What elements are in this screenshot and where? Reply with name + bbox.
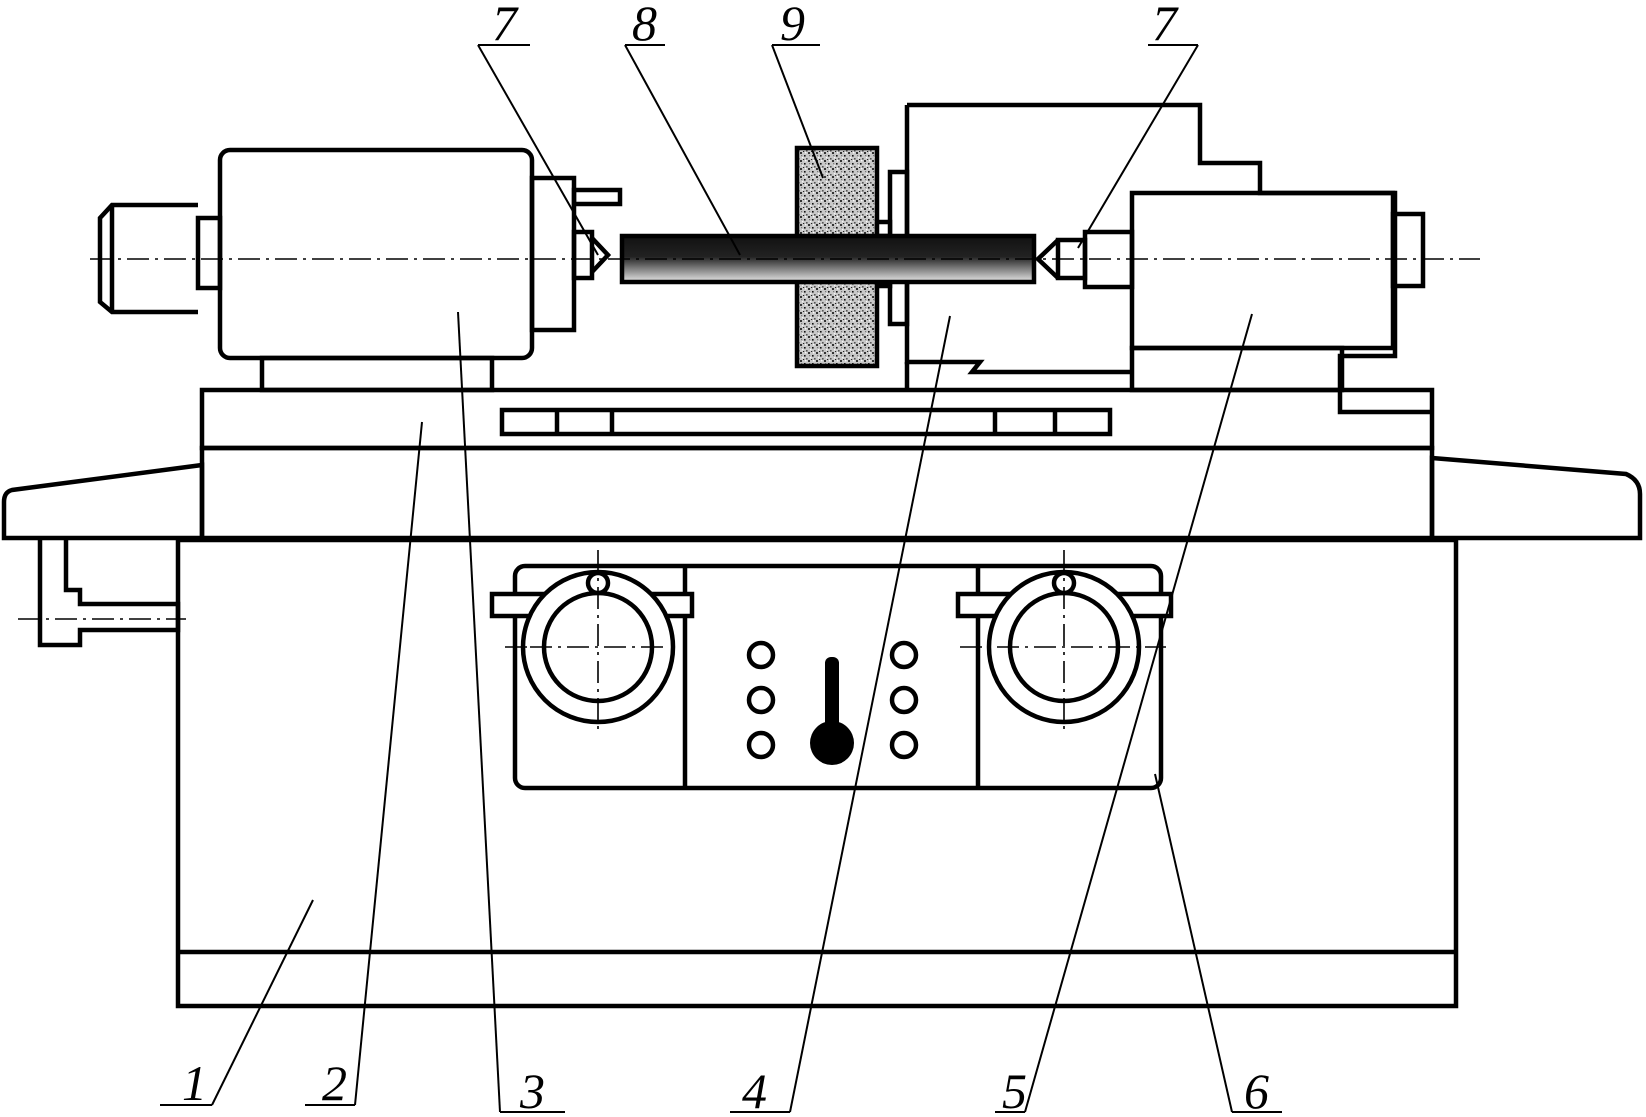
control-lever: [810, 657, 854, 765]
callout-4: 4: [742, 1063, 767, 1117]
callout-labels: 1 2 3 4 5 6 7 8 9 7: [182, 0, 1269, 1117]
callout-7-left: 7: [492, 0, 519, 51]
callout-5: 5: [1002, 1063, 1027, 1117]
machine-bed: [175, 537, 1459, 1009]
callout-6: 6: [1244, 1063, 1269, 1117]
control-panel: [489, 550, 1174, 791]
left-handwheel: [489, 550, 695, 730]
bed-side-handle: [18, 540, 186, 648]
tailstock: [1034, 190, 1426, 393]
headstock: [97, 147, 623, 393]
indicator-lights: [746, 640, 919, 760]
work-table: [1, 387, 1643, 541]
callout-9: 9: [780, 0, 805, 51]
callout-1: 1: [182, 1055, 207, 1111]
right-handwheel: [955, 550, 1174, 730]
callout-8: 8: [632, 0, 657, 51]
callout-7-right: 7: [1152, 0, 1179, 51]
callout-3: 3: [519, 1063, 545, 1117]
leader-lines: [160, 44, 1282, 1113]
callout-2: 2: [322, 1055, 347, 1111]
